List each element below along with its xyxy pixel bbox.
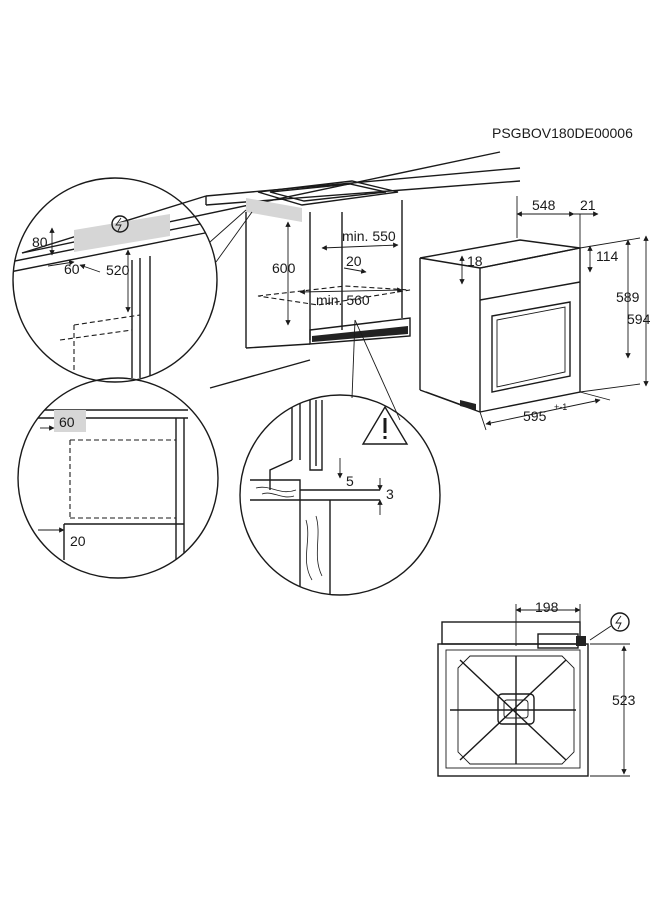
dim-rear-socket-offset: 198: [535, 599, 559, 615]
oven-perspective: 548 21 18 114 589 594 595 +-1: [419, 196, 651, 431]
dim-worktop-gap: 80: [32, 234, 48, 250]
dim-oven-top-offset: 18: [467, 253, 483, 269]
cabinet-perspective: 600 min. 550 20 min. 560: [21, 151, 521, 389]
detail-step-circle: 5 3: [239, 394, 441, 596]
dim-side-gap: 60: [59, 414, 75, 430]
dim-rear-height: 523: [612, 692, 636, 708]
dim-oven-panel: 114: [596, 248, 619, 264]
dim-oven-front: 21: [580, 197, 596, 213]
detail-socket-circle: 80 60 520: [12, 177, 218, 383]
rear-view: 198 523: [437, 599, 636, 777]
hob-cutout: [246, 180, 399, 222]
dim-oven-height-inner: 589: [616, 289, 640, 305]
dim-oven-height: 594: [627, 311, 651, 327]
dim-step-3: 3: [386, 486, 394, 502]
dim-cab-height: 600: [272, 260, 296, 276]
electric-hazard-icon: [111, 215, 129, 233]
detail-side-circle: 60 20: [17, 377, 219, 579]
dim-cab-width: min. 550: [342, 228, 396, 244]
dim-cab-depth: min. 560: [316, 292, 370, 308]
dim-socket-height: 520: [106, 262, 130, 278]
dim-oven-width-tolerance: +-1: [554, 402, 567, 412]
dim-oven-depth: 548: [532, 197, 556, 213]
dim-oven-width: 595: [523, 408, 547, 424]
dim-socket-offset: 60: [64, 261, 80, 277]
electric-hazard-icon-rear: [610, 612, 630, 632]
dim-cab-gap: 20: [346, 253, 362, 269]
fan-grill: [450, 655, 576, 765]
warning-triangle-icon: [361, 405, 409, 445]
dim-bottom-gap: 20: [70, 533, 86, 549]
dim-step-5: 5: [346, 473, 354, 489]
diagram-code: PSGBOV180DE00006: [492, 125, 633, 141]
